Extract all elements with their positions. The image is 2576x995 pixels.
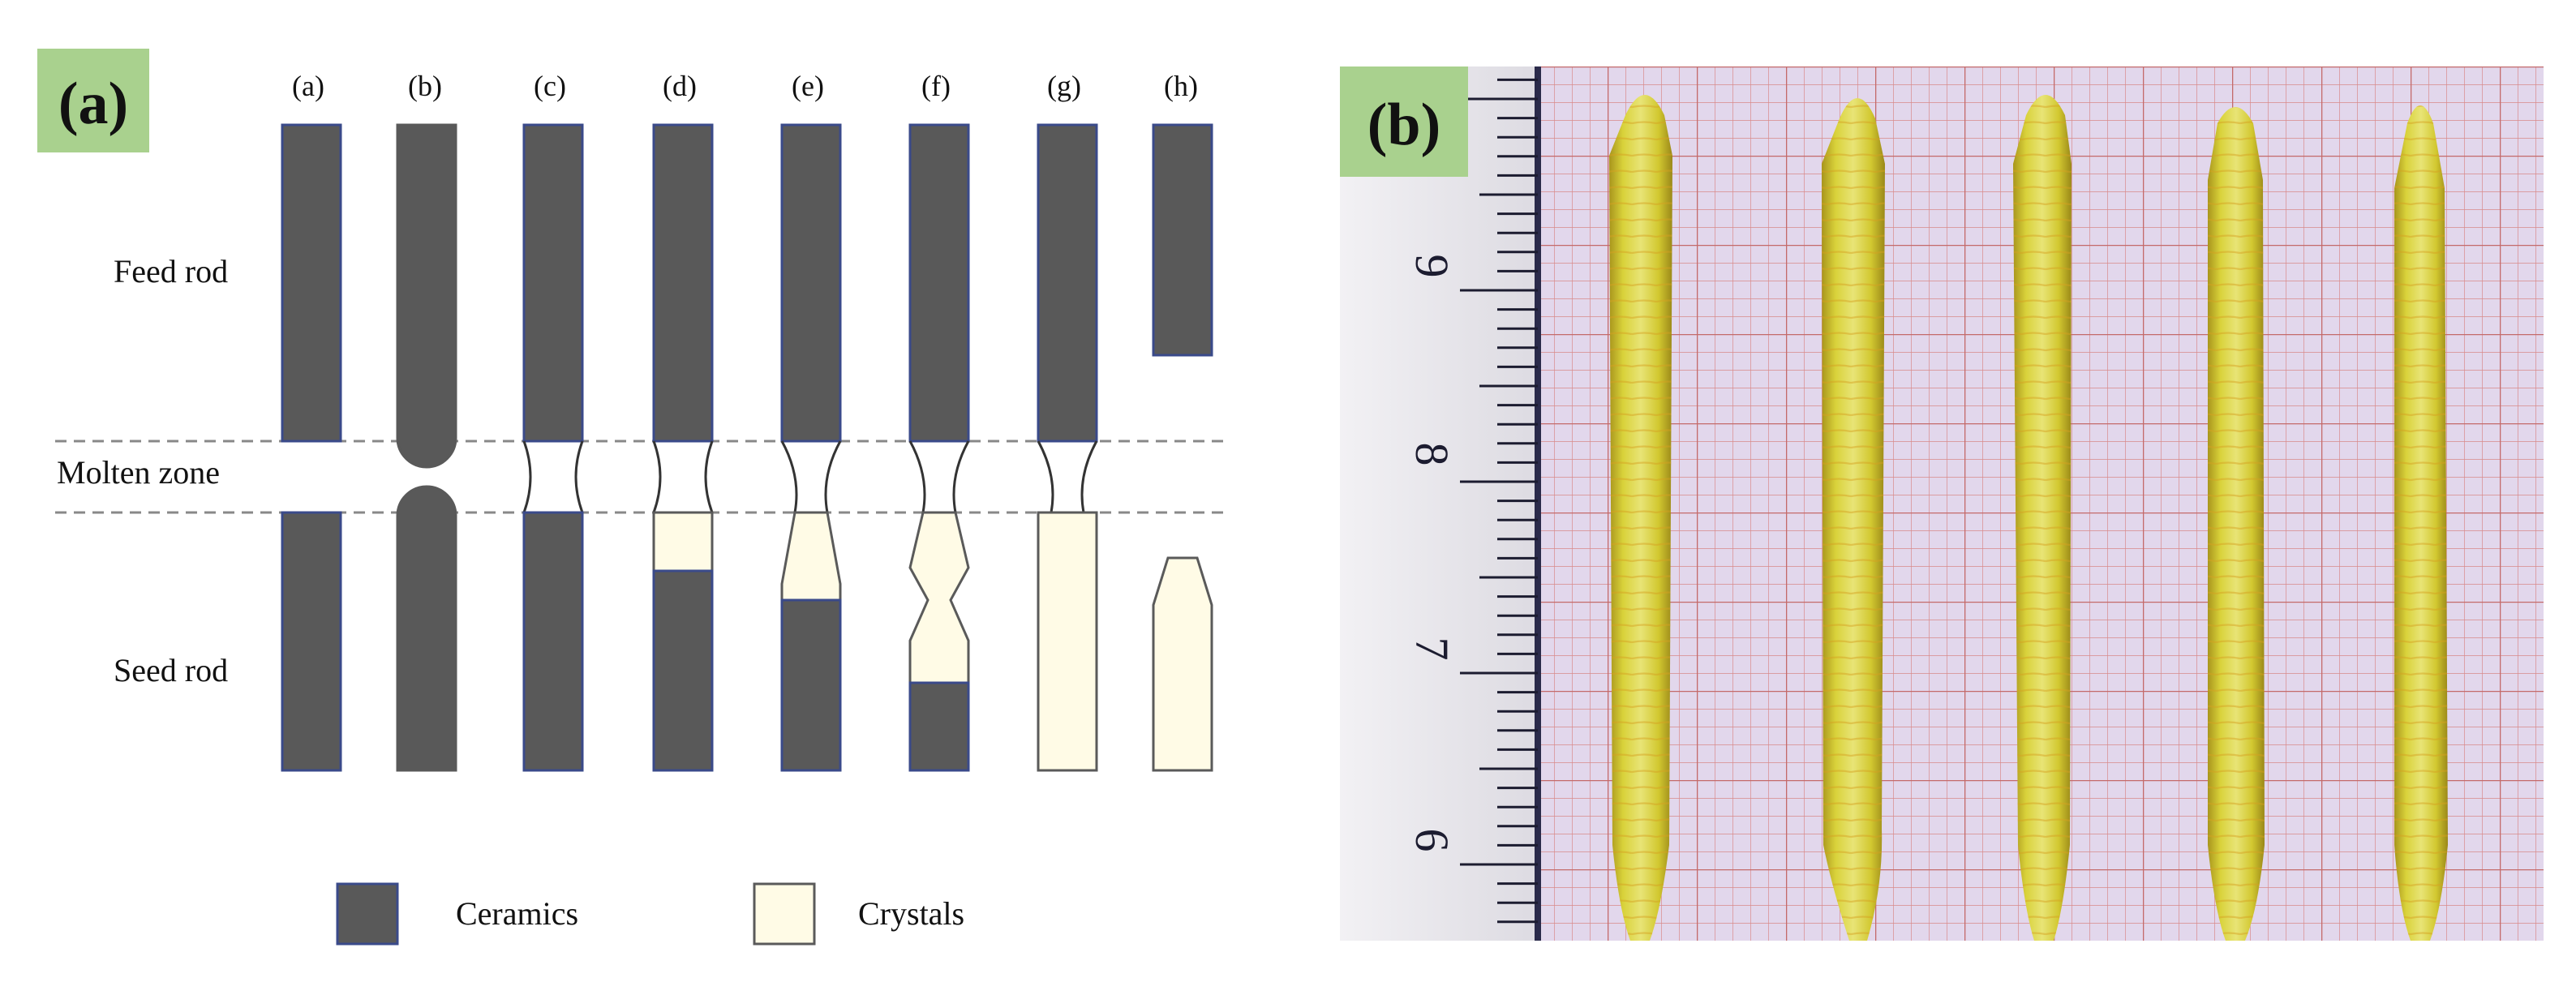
ceramic-seed-rod <box>652 569 714 772</box>
molten-zone <box>1037 440 1098 513</box>
ceramic-feed-rod <box>652 123 714 443</box>
rod-column-e <box>780 123 842 772</box>
rod-column-f <box>908 123 970 772</box>
legend-crystals-label: Crystals <box>858 895 964 932</box>
ceramic-feed-rod <box>1037 123 1098 443</box>
crystal-section <box>1037 511 1098 772</box>
column-label: (b) <box>408 70 442 102</box>
column-label: (f) <box>921 70 951 102</box>
molten-zone <box>780 440 842 513</box>
panel-a-tag-bg <box>37 49 149 152</box>
legend-ceramics-label: Ceramics <box>456 895 578 932</box>
rod-column-h <box>1152 123 1213 772</box>
molten-zone <box>652 440 714 513</box>
ceramic-seed-rod <box>281 511 342 772</box>
rod-column-d <box>652 123 714 772</box>
rod-column-g <box>1037 123 1098 772</box>
crystal-rod-2 <box>1822 98 1885 941</box>
crystal-photo: 9 8 7 6 (b) <box>1340 66 2544 941</box>
ruler-number: 6 <box>1406 829 1458 852</box>
molten-zone <box>908 440 970 513</box>
crystal-rods <box>1609 95 2448 941</box>
ruler-body <box>1340 66 1538 941</box>
crystal-rod-5 <box>2394 105 2448 941</box>
ceramic-feed-rod <box>908 123 970 443</box>
legend-ceramics-swatch <box>336 882 399 946</box>
column-label: (h) <box>1164 70 1198 102</box>
column-labels: (a) (b) (c) (d) (e) (f) (g) (h) <box>292 70 1198 102</box>
column-label: (d) <box>663 70 697 102</box>
ceramic-seed-rod <box>908 681 970 772</box>
legend-crystals-swatch <box>753 882 816 946</box>
molten-zone <box>522 440 584 513</box>
crystal-rod-1 <box>1609 95 1672 941</box>
ceramic-seed-rod <box>522 511 584 772</box>
ruler-number: 9 <box>1406 255 1458 278</box>
feed-rod-label: Feed rod <box>114 253 228 289</box>
ruler-ticks <box>1460 78 1538 924</box>
molten-zone-label: Molten zone <box>57 454 220 491</box>
column-label: (e) <box>792 70 824 102</box>
ceramic-feed-rod <box>281 123 342 443</box>
growth-process-diagram: (a) (a) (b) (c) (d) (e) (f) (g) (h) Feed… <box>37 49 1230 946</box>
ruler-number: 7 <box>1406 637 1458 661</box>
column-label: (c) <box>534 70 566 102</box>
crystal-rod <box>1152 556 1213 772</box>
rod-column-a <box>281 123 342 772</box>
ceramic-feed-rod <box>396 123 457 469</box>
crystal-section <box>908 511 970 684</box>
ceramic-seed-rod <box>396 485 457 772</box>
rod-column-b <box>396 123 457 772</box>
seed-rod-label: Seed rod <box>114 652 228 688</box>
ceramic-feed-rod <box>1152 123 1213 357</box>
crystal-section <box>652 511 714 573</box>
column-label: (a) <box>292 70 324 102</box>
ceramic-feed-rod <box>522 123 584 443</box>
panel-b-tag-bg <box>1340 66 1468 177</box>
rod-column-c <box>522 123 584 772</box>
ruler: 9 8 7 6 <box>1340 66 1541 941</box>
crystal-rod-4 <box>2208 107 2265 941</box>
ceramic-seed-rod <box>780 598 842 772</box>
crystal-section <box>780 511 842 602</box>
panel-b-tag: (b) <box>1367 92 1440 158</box>
ruler-number: 8 <box>1406 443 1458 466</box>
panel-a-tag: (a) <box>58 71 128 137</box>
ceramic-feed-rod <box>780 123 842 443</box>
column-label: (g) <box>1047 70 1081 102</box>
crystal-rod-3 <box>2013 95 2072 941</box>
